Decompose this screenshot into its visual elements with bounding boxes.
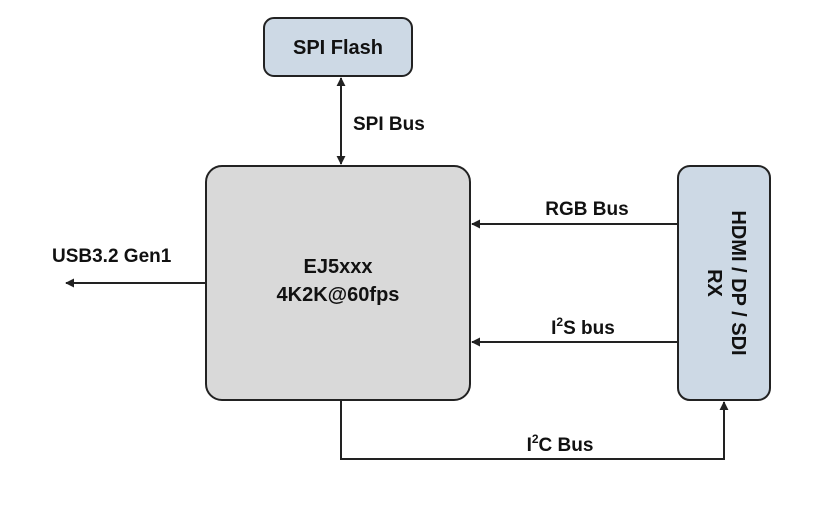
usb-output-label: USB3.2 Gen1: [52, 246, 172, 267]
spi-flash-box: [263, 17, 413, 77]
receiver-label-line1: HDMI / DP / SDI: [727, 210, 749, 355]
main-chip-box: [205, 165, 471, 401]
receiver-node: HDMI / DP / SDI RX: [677, 165, 771, 401]
rgb-bus-label: RGB Bus: [545, 199, 628, 220]
i2s-bus-label: I2S bus: [551, 315, 615, 339]
receiver-box: [677, 165, 771, 401]
i2c-bus-arrow: [340, 401, 729, 460]
main-chip-spec: 4K2K@60fps: [277, 284, 400, 306]
receiver-label-line2: RX: [703, 269, 725, 297]
main-chip-name: EJ5xxx: [304, 256, 373, 278]
spi-bus-label: SPI Bus: [353, 114, 425, 135]
main-chip-node: EJ5xxx 4K2K@60fps: [205, 165, 471, 401]
spi-flash-label: SPI Flash: [293, 37, 383, 59]
spi-flash-node: SPI Flash: [263, 17, 413, 77]
i2c-bus-label: I2C Bus: [527, 432, 594, 456]
